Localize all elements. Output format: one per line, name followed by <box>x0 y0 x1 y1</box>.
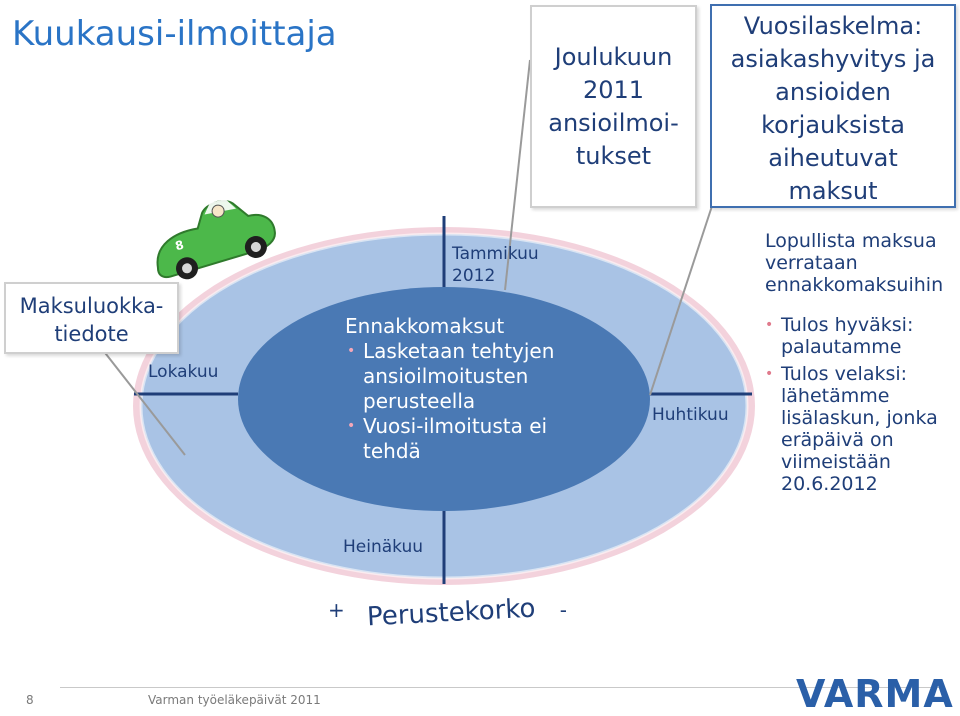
right-bullet-2-line4: eräpäivä on <box>781 429 894 451</box>
callout-center-line2: 2011 <box>582 76 645 104</box>
rate-text: Perustekorko <box>366 593 537 633</box>
right-bullet-1-line2: palautamme <box>781 336 902 358</box>
month-top-line1: Tammikuu <box>452 244 539 264</box>
page-number: 8 <box>26 693 34 707</box>
inner-bullet-1-line3: perusteella <box>363 389 476 413</box>
right-bullet-2-line6: 20.6.2012 <box>781 473 878 495</box>
callout-center-line1: Joulukuun <box>554 43 673 71</box>
right-bullet-1-line1: Tulos hyväksi: <box>781 314 914 336</box>
connector-right <box>649 205 713 396</box>
right-bullet-2-line2: lähetämme <box>781 385 890 407</box>
inner-bullet: Lasketaan tehtyjen ansioilmoitusten peru… <box>345 339 615 414</box>
rate-minus: - <box>559 598 567 622</box>
callout-center-line3: ansioilmoi- <box>548 109 679 137</box>
callout-left-line2: tiedote <box>54 322 129 346</box>
inner-bullet-1-line1: Lasketaan tehtyjen <box>363 339 555 363</box>
page-title: Kuukausi-ilmoittaja <box>12 14 337 54</box>
right-bullet-2-line3: lisälaskun, jonka <box>781 407 938 429</box>
callout-maksuluokkatiedote: Maksuluokka- tiedote <box>4 282 179 354</box>
callout-right-line5: aiheutuvat <box>768 144 898 172</box>
right-intro-line1: Lopullista maksua <box>765 230 937 252</box>
inner-bullet-list: Lasketaan tehtyjen ansioilmoitusten peru… <box>345 339 615 464</box>
callout-right-line4: korjauksista <box>761 111 905 139</box>
car-icon: 8 <box>156 198 276 280</box>
right-intro-line2: verrataan <box>765 252 858 274</box>
footer-label: Varman työeläkepäivät 2011 <box>148 693 321 707</box>
footer-divider <box>60 687 940 688</box>
month-top-line2: 2012 <box>452 266 496 286</box>
callout-left-line1: Maksuluokka- <box>19 294 164 318</box>
connector-left <box>94 339 186 456</box>
callout-right-line6: maksut <box>788 177 878 205</box>
base-rate-label: + Perustekorko - <box>328 594 567 633</box>
inner-bullet-1-line2: ansioilmoitusten <box>363 364 529 388</box>
right-panel-text: Lopullista maksua verrataan ennakkomaksu… <box>765 230 957 495</box>
inner-bullet-2-line1: Vuosi-ilmoitusta ei <box>363 414 548 438</box>
svg-text:8: 8 <box>174 238 185 254</box>
right-bullet: Tulos hyväksi: palautamme <box>765 314 957 358</box>
right-bullet-2-line5: viimeistään <box>781 451 891 473</box>
callout-vuosilaskelma: Vuosilaskelma: asiakashyvitys ja ansioid… <box>710 4 956 208</box>
right-bullet-list: Tulos hyväksi: palautamme Tulos velaksi:… <box>765 314 957 495</box>
month-label-bottom: Heinäkuu <box>343 537 424 557</box>
callout-right-line2: asiakashyvitys ja <box>730 45 936 73</box>
right-intro-line3: ennakkomaksuihin <box>765 274 944 296</box>
varma-logo: VARMA <box>796 672 954 716</box>
month-label-right: Huhtikuu <box>652 405 729 425</box>
callout-right-line1: Vuosilaskelma: <box>743 12 923 40</box>
callout-center-line4: tukset <box>575 142 652 170</box>
connector-center <box>504 59 531 291</box>
inner-ellipse-text: Ennakkomaksut Lasketaan tehtyjen ansioil… <box>345 314 615 464</box>
callout-joulukuun-ansioilmoitukset: Joulukuun 2011 ansioilmoi- tukset <box>530 5 697 208</box>
right-bullet-2-line1: Tulos velaksi: <box>781 363 908 385</box>
month-label-left: Lokakuu <box>148 362 219 382</box>
inner-heading: Ennakkomaksut <box>345 314 505 338</box>
inner-bullet: Vuosi-ilmoitusta ei tehdä <box>345 414 615 464</box>
rate-plus: + <box>328 598 345 622</box>
right-bullet: Tulos velaksi: lähetämme lisälaskun, jon… <box>765 363 957 495</box>
month-label-top: Tammikuu 2012 <box>452 243 539 287</box>
inner-bullet-2-line2: tehdä <box>363 439 421 463</box>
callout-right-line3: ansioiden <box>775 78 891 106</box>
